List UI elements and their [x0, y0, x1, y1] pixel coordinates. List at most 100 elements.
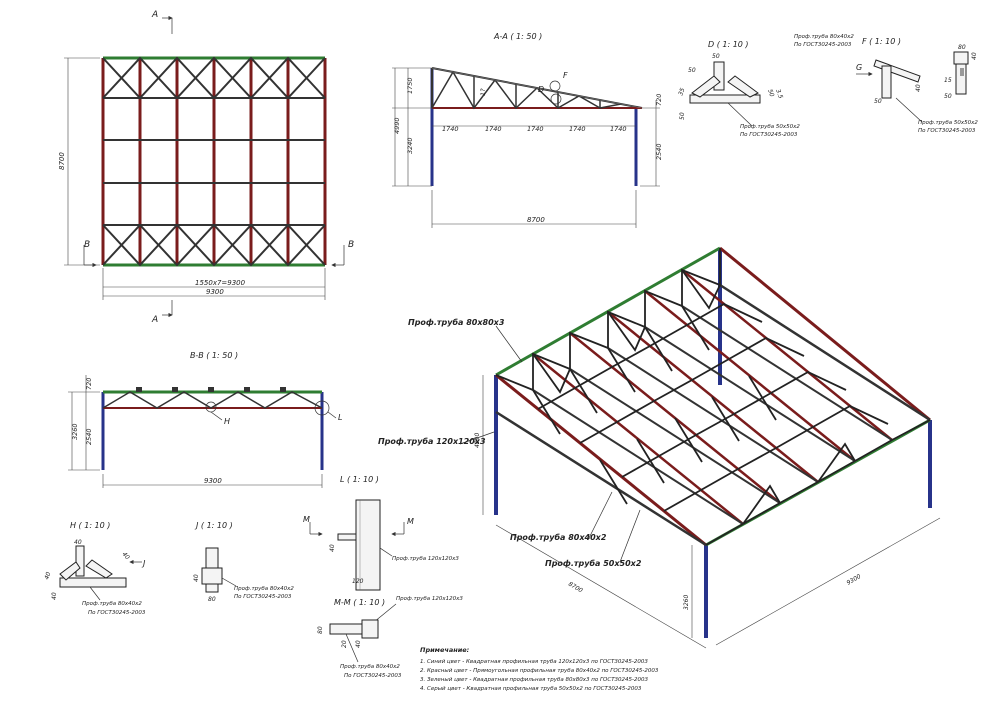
section-bb-dim-span: 9300: [204, 477, 222, 485]
section-aa-view: A-A ( 1: 50 ) F D 4990: [392, 32, 663, 228]
detail-d-dim-a: 50: [712, 53, 720, 60]
plan-dim-spacing: 1550x7=9300: [195, 279, 246, 287]
detail-l-label-m-right: M: [407, 517, 414, 526]
detail-j-title: J ( 1: 10 ): [194, 521, 233, 530]
notes-block: Примечание: 1. Синий цвет - Квадратная п…: [420, 646, 659, 692]
notes-heading: Примечание:: [420, 646, 470, 654]
section-aa-dim-column-right: 2540: [655, 143, 663, 160]
plan-frame: [101, 56, 327, 267]
detail-f-note-top-line2: По ГОСТ30245-2003: [794, 42, 852, 48]
plan-dim-height: 8700: [58, 152, 66, 170]
iso-callout-80x80-label: Проф.труба 80x80x3: [408, 317, 505, 327]
section-marker-a-top: A: [151, 10, 173, 34]
section-bb-title: B-B ( 1: 50 ): [190, 351, 238, 360]
detail-j-note-line1: Проф.труба 80x40x2: [234, 586, 294, 592]
detail-h-note-line1: Проф.труба 80x40x2: [82, 601, 142, 607]
detail-h-dim-bottom: 40: [51, 592, 58, 600]
iso-callout-80x80: Проф.труба 80x80x3: [408, 317, 523, 363]
iso-callout-120x120-label: Проф.труба 120x120x3: [378, 436, 486, 446]
iso-callout-80x40-label: Проф.труба 80x40x2: [510, 532, 607, 542]
plan-dimensions: 8700 1550x7=9300 9300: [58, 57, 326, 300]
section-aa-dim-truss-right: 720: [655, 94, 663, 106]
detail-g-dim-mid: 15: [944, 77, 952, 84]
detail-d-dim-f: 50: [679, 112, 686, 120]
detail-f-note-bottom-line2: По ГОСТ30245-2003: [918, 128, 976, 134]
section-bb-view: B-B ( 1: 50 ) H L 720 3260 2540 9300: [68, 351, 342, 488]
detail-h-note-line2: По ГОСТ30245-2003: [88, 610, 146, 616]
section-aa-bay-dim: 1740: [527, 125, 544, 133]
section-bb-dimensions: 720 3260 2540 9300: [68, 375, 323, 488]
detail-l-dim-bottom: 120: [352, 578, 364, 585]
section-aa-label-d: D: [538, 85, 544, 94]
section-bb-dim-total: 3260: [71, 423, 79, 440]
section-marker-b-left: B: [83, 240, 97, 268]
note-item: 4. Серый цвет - Квадратная профильная тр…: [420, 686, 642, 692]
detail-mm-note-line1: Проф.труба 80x40x2: [340, 664, 400, 670]
detail-j-dim-side: 40: [193, 574, 200, 582]
detail-g-dim-top: 80: [958, 44, 966, 51]
iso-callout-80x40: Проф.труба 80x40x2: [510, 491, 613, 542]
iso-dim-left-col: 4990: [474, 433, 481, 448]
detail-h-dim-top: 40: [74, 539, 82, 546]
section-aa-bay-dim: 1740: [485, 125, 502, 133]
section-aa-dimensions: 4990 1750 3240 1? 720 2540 1740 1740 174…: [392, 67, 663, 228]
detail-h-title: H ( 1: 10 ): [70, 521, 110, 530]
detail-f-dim-a: 40: [915, 84, 922, 92]
iso-dim-depth: 8700: [567, 581, 584, 595]
detail-d-view: D ( 1: 10 ) 50 50 35 50 3.5 50 Проф.труб…: [677, 40, 800, 138]
section-marker-b-right: B: [331, 240, 354, 268]
iso-dim-width: 9300: [846, 573, 863, 587]
detail-d-title: D ( 1: 10 ): [708, 40, 749, 49]
detail-d-note-line1: Проф.труба 50x50x2: [740, 124, 800, 130]
section-aa-bay-dim: 1740: [569, 125, 586, 133]
detail-g-dim-side: 40: [971, 52, 978, 60]
detail-l-label-m-left: M: [303, 515, 310, 524]
section-aa-dim-total: 4990: [393, 117, 401, 134]
detail-f-title: F ( 1: 10 ): [862, 37, 901, 46]
detail-mm-dim-right: 40: [355, 640, 362, 648]
detail-f-label-g: G: [856, 63, 862, 72]
isometric-view: Проф.труба 80x80x3 Проф.труба 120x120x3 …: [378, 246, 941, 649]
detail-l-dim-side: 40: [329, 544, 336, 552]
iso-columns: [494, 248, 932, 638]
detail-d-dim-b: 50: [688, 67, 696, 74]
detail-f-note-top-line1: Проф.труба 80x40x2: [794, 34, 854, 40]
detail-g-dim-bottom: 50: [944, 93, 952, 100]
section-bb-dim-top: 720: [85, 378, 93, 390]
iso-callout-120x120: Проф.труба 120x120x3: [378, 431, 495, 446]
iso-callout-50x50-label: Проф.труба 50x50x2: [545, 558, 642, 568]
iso-dim-right-col: 3260: [683, 595, 690, 610]
section-aa-dim-truss: 1750: [406, 77, 414, 94]
detail-f-view: F ( 1: 10 ) Проф.труба 80x40x2 По ГОСТ30…: [794, 34, 978, 134]
detail-h-dim-left: 40: [43, 571, 52, 581]
detail-l-view: L ( 1: 10 ) M M 40 120 Проф.труба 120x12…: [303, 475, 459, 591]
note-item: 3. Зеленый цвет - Квадратная профильная …: [420, 677, 649, 683]
plan-label-a-bottom: A: [151, 315, 158, 325]
detail-d-dim-d: 50: [766, 88, 775, 98]
section-bb-label-l: L: [338, 413, 342, 422]
detail-mm-dim-left: 80: [317, 626, 324, 634]
section-aa-dim-column-left: 3240: [406, 137, 414, 154]
plan-label-a-top: A: [151, 10, 158, 20]
detail-d-dim-c: 35: [677, 87, 686, 97]
plan-view: A A B B 8700 1550x7=9300 930: [58, 10, 354, 325]
section-bb-dim-column: 2540: [85, 428, 93, 445]
section-bb-label-h: H: [224, 417, 230, 426]
plan-dim-width: 9300: [206, 288, 224, 296]
detail-d-dim-e: 3.5: [774, 88, 784, 100]
plan-label-b-left: B: [84, 240, 90, 250]
detail-f-note-bottom-line1: Проф.труба 50x50x2: [918, 120, 978, 126]
note-item: 1. Синий цвет - Квадратная профильная тр…: [420, 659, 648, 665]
section-aa-dim-mid: 1?: [479, 88, 487, 96]
section-aa-label-f: F: [563, 71, 568, 80]
detail-j-note-line2: По ГОСТ30245-2003: [234, 594, 292, 600]
section-aa-bay-dim: 1740: [610, 125, 627, 133]
section-aa-title: A-A ( 1: 50 ): [493, 32, 542, 41]
section-marker-a-bottom: A: [151, 300, 173, 325]
detail-h-dim-right: 40: [120, 551, 130, 561]
detail-mm-view: M-M ( 1: 10 ) Проф.труба 120x120x3 80 20…: [317, 596, 463, 679]
detail-g-view: 80 40 15 50: [944, 44, 978, 100]
detail-mm-note-line2: По ГОСТ30245-2003: [344, 673, 402, 679]
detail-j-dim-bottom: 80: [208, 596, 216, 603]
